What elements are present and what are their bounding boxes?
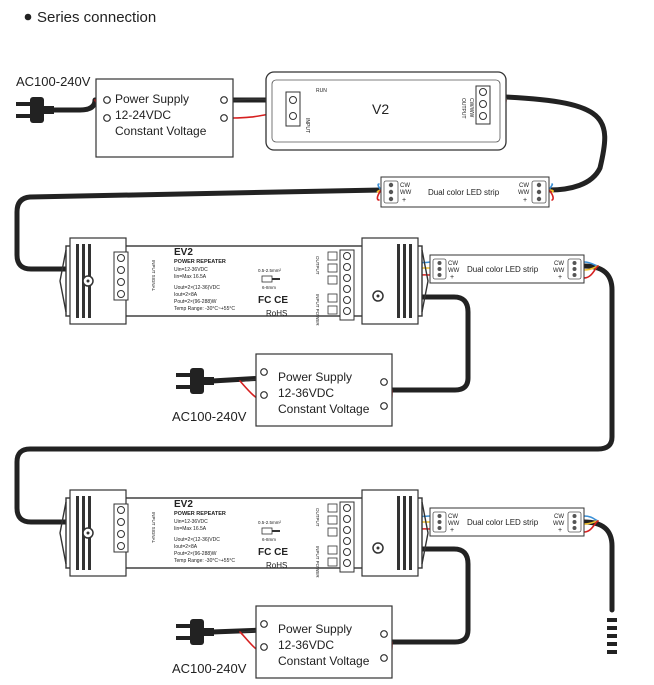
heading-bullet (24, 13, 32, 21)
strip2-plus-right: + (558, 274, 562, 281)
v2-input-label: INPUT (304, 118, 310, 133)
ac-plug-bottom (176, 619, 214, 645)
strip3-cw-right: CW (554, 514, 564, 520)
ev2a-rohs: RoHS (266, 309, 287, 318)
continuation-dots (607, 618, 617, 654)
ev2a-strip-len: 6-8mm (262, 285, 276, 290)
ev2a-certs: FC CE (258, 295, 288, 306)
ev2a-spec-out1: Uout=2×(12-36)VDC (174, 285, 220, 291)
ev2-repeater-2: EV2 POWER REPEATER Uin=12-36VDC Iin=Max … (59, 489, 429, 578)
ev2a-wire-size: 0.5-2.5mm² (258, 268, 282, 273)
ev2a-spec-out2: Iout=2×8A (174, 292, 198, 298)
psu3-line1: Power Supply (278, 622, 352, 636)
ev2a-model: EV2 (174, 247, 193, 258)
ev2a-input-label: INPUT SIGNAL (151, 260, 156, 292)
strip3-label: Dual color LED strip (467, 518, 539, 527)
strip2-label: Dual color LED strip (467, 265, 539, 274)
ac-plug-top (16, 97, 54, 123)
cable-v2-to-strip1 (503, 94, 608, 193)
v2-output-label: OUTPUT (460, 98, 466, 119)
strip2-ww-right: WW (553, 268, 565, 274)
ev2a-power-label: INPUT POWER (315, 294, 320, 326)
ev2b-strip-len: 6-8mm (262, 537, 276, 542)
strip3-ww-left: WW (448, 521, 460, 527)
ev2b-output-label: OUTPUT (315, 508, 320, 527)
strip1-ww-right: WW (518, 190, 530, 196)
psu2-line1: Power Supply (278, 370, 352, 384)
cable-strip3-continuation (581, 519, 615, 613)
ev2b-spec-in2: Iin=Max 16.5A (174, 526, 207, 532)
ev2b-power-label: INPUT POWER (315, 546, 320, 578)
strip1-plus-right: + (523, 197, 527, 204)
psu2-line3: Constant Voltage (278, 402, 370, 416)
ac-label-bottom: AC100-240V (172, 661, 247, 676)
ev2a-spec-temp: Temp Range: -30°C~+55°C (174, 306, 235, 312)
strip2-cw-left: CW (448, 261, 458, 267)
strip1-cw-left: CW (400, 183, 410, 189)
strip3-plus-right: + (558, 527, 562, 534)
cable-strip2-to-ev2b (14, 263, 615, 525)
ev2b-spec-out2: Iout=2×8A (174, 544, 198, 550)
strip2-ww-left: WW (448, 268, 460, 274)
ev2b-input-label: INPUT SIGNAL (151, 512, 156, 544)
psu-top-line2: 12-24VDC (115, 108, 171, 122)
strip2-cw-right: CW (554, 261, 564, 267)
ev2b-rohs: RoHS (266, 561, 287, 570)
strip3-ww-right: WW (553, 521, 565, 527)
ev2b-wire-size: 0.5-2.5mm² (258, 520, 282, 525)
led-strip-3: CW WW + Dual color LED strip CW WW + (429, 507, 585, 537)
ev2a-spec-in1: Uin=12-36VDC (174, 267, 208, 273)
ev2b-subtitle: POWER REPEATER (174, 511, 226, 517)
v2-output-sub: CW/WW (468, 98, 474, 117)
cable-ac-mid (209, 375, 267, 384)
ev2b-spec-in1: Uin=12-36VDC (174, 519, 208, 525)
v2-model: V2 (372, 101, 389, 117)
ev2b-model: EV2 (174, 499, 193, 510)
strip1-plus-left: + (402, 197, 406, 204)
strip3-plus-left: + (450, 527, 454, 534)
psu3-line3: Constant Voltage (278, 654, 370, 668)
psu-top-line1: Power Supply (115, 92, 189, 106)
v2-run-label: RUN (316, 88, 327, 94)
strip3-cw-left: CW (448, 514, 458, 520)
led-strip-1: CW WW + Dual color LED strip CW WW + (380, 176, 550, 208)
ev2b-spec-temp: Temp Range: -30°C~+55°C (174, 558, 235, 564)
ev2a-spec-in2: Iin=Max 16.5A (174, 274, 207, 280)
led-strip-2: CW WW + Dual color LED strip CW WW + (429, 254, 585, 284)
strip2-plus-left: + (450, 274, 454, 281)
ev2-repeater-1: EV2 POWER REPEATER Uin=12-36VDC Iin=Max … (59, 237, 429, 326)
psu3-line2: 12-36VDC (278, 638, 334, 652)
v2-controller: V2 RUN INPUT OUTPUT CW/WW (265, 71, 507, 151)
ev2a-subtitle: POWER REPEATER (174, 259, 226, 265)
psu-repeater-2: Power Supply 12-36VDC Constant Voltage (255, 605, 393, 679)
cable-strip1-to-ev2a (14, 187, 384, 272)
ac-plug-mid (176, 368, 214, 394)
ev2b-spec-out1: Uout=2×(12-36)VDC (174, 537, 220, 543)
ev2a-output-label: OUTPUT (315, 256, 320, 275)
psu2-line2: 12-36VDC (278, 386, 334, 400)
ev2b-spec-out3: Pout=2×(96-288)W (174, 551, 217, 557)
strip1-label: Dual color LED strip (428, 188, 500, 197)
psu-top-line3: Constant Voltage (115, 124, 207, 138)
ac-label-top: AC100-240V (16, 74, 91, 89)
strip1-cw-right: CW (519, 183, 529, 189)
ac-label-mid: AC100-240V (172, 409, 247, 424)
strip1-ww-left: WW (400, 190, 412, 196)
psu-repeater-1: Power Supply 12-36VDC Constant Voltage (255, 353, 393, 427)
ev2b-certs: FC CE (258, 547, 288, 558)
psu-top: Power Supply 12-24VDC Constant Voltage (95, 78, 234, 158)
cable-ev2b-to-psu (389, 546, 471, 645)
ev2a-spec-out3: Pout=2×(96-288)W (174, 299, 217, 305)
heading-title: Series connection (37, 9, 156, 26)
cable-ev2a-to-psu (389, 294, 471, 393)
